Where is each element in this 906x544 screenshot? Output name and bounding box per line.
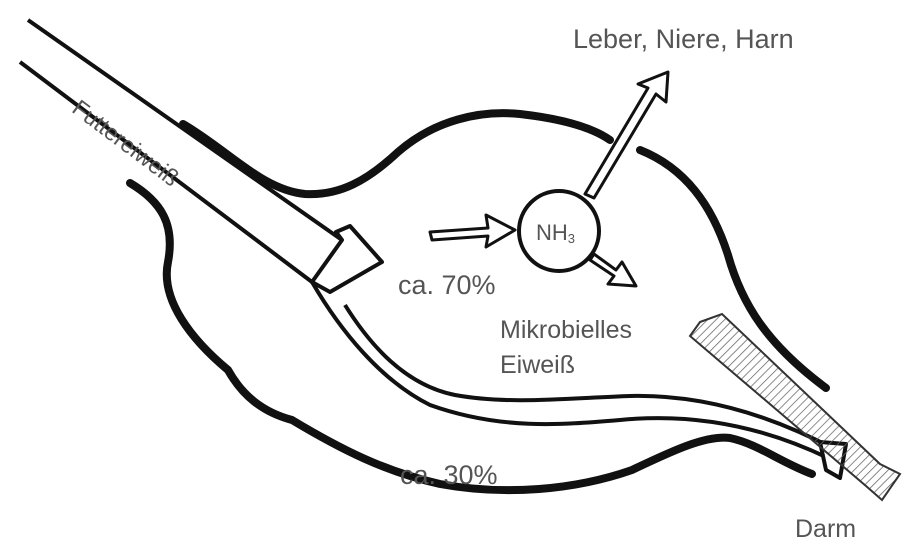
feed-channel-upper-line — [28, 20, 342, 240]
arrow-into-nh3 — [430, 215, 515, 247]
label-nh3-main: NH — [536, 220, 568, 245]
label-eiweiss: Eiweiß — [500, 353, 575, 378]
arrow-70-percent — [312, 226, 382, 292]
label-nh3: NH3 — [536, 222, 575, 245]
label-ca-30-percent: ca. 30% — [400, 462, 498, 489]
label-darm: Darm — [795, 517, 856, 542]
arrow-to-microbial — [590, 254, 636, 286]
label-nh3-subscript: 3 — [568, 231, 575, 246]
label-ca-70-percent: ca. 70% — [398, 272, 496, 299]
label-mikrobielles: Mikrobielles — [500, 318, 632, 343]
rumen-outline-top-left — [183, 113, 610, 194]
label-leber-niere-harn: Leber, Niere, Harn — [573, 26, 794, 53]
